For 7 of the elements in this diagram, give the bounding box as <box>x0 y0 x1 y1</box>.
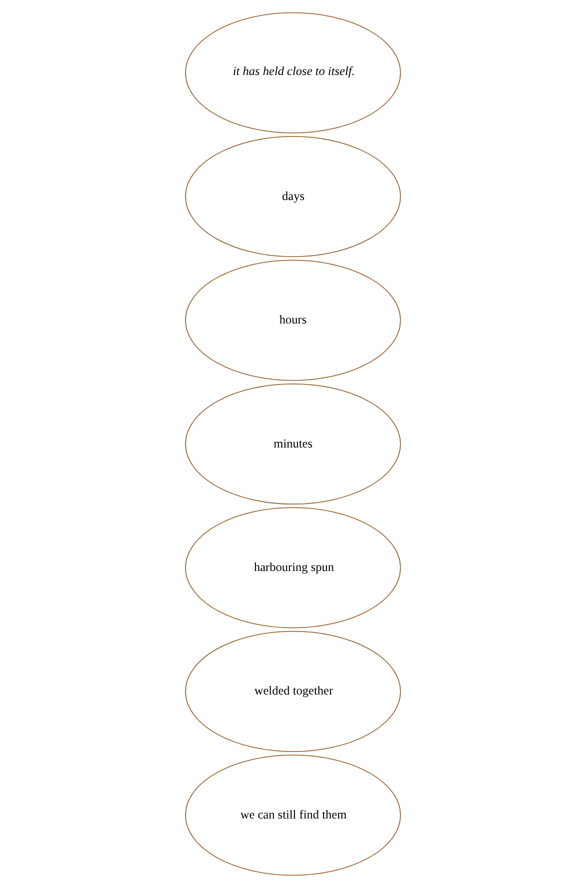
node-ellipse: days <box>184 136 400 258</box>
node-ellipse: harbouring spun <box>184 507 400 628</box>
node-ellipse: welded together <box>184 630 400 752</box>
node-ellipse: we can still find them <box>184 754 400 876</box>
node-ellipse: it has held close to itself. <box>184 12 400 134</box>
node-ellipse: minutes <box>184 383 400 505</box>
node-ellipse: hours <box>184 260 400 381</box>
